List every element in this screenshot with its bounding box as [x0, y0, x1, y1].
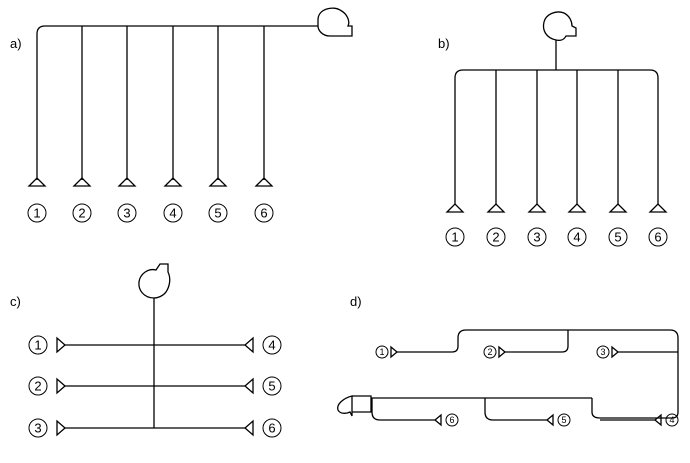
panel-d-outlet-numbers: 1 2 3 6 5 4 — [375, 345, 679, 427]
panel-a-outlet-numbers: 1 2 3 4 5 6 — [27, 203, 274, 223]
panel-b-fan-icon — [542, 11, 577, 42]
panel-c-outlet-3: 3 — [34, 421, 41, 436]
panel-b-outlet-6: 6 — [654, 230, 661, 245]
panel-c-fan-icon — [138, 263, 171, 299]
panel-d-outlet-1: 1 — [379, 347, 384, 357]
outlet-number-badge — [375, 345, 389, 359]
panel-a-branches — [81, 26, 265, 180]
panel-c-diffusers-right — [244, 336, 254, 437]
panel-d-upper-loop — [396, 329, 679, 419]
panel-a-main-duct — [36, 25, 318, 180]
panel-d-outlet-3: 3 — [600, 347, 605, 357]
panel-d-diffusers-top — [390, 345, 620, 359]
panel-c-label: c) — [10, 294, 21, 309]
panel-c-outlet-5: 5 — [268, 379, 275, 394]
outlet-number-badge — [28, 418, 48, 438]
outlet-number-badge — [117, 203, 137, 223]
panel-d-outlet-2: 2 — [487, 347, 492, 357]
outlet-number-badge — [483, 345, 497, 359]
panel-b-outlet-5: 5 — [614, 230, 621, 245]
panel-a-outlet-2: 2 — [78, 206, 85, 221]
panel-b-label: b) — [438, 36, 450, 51]
panel-a-outlet-1: 1 — [33, 206, 40, 221]
outlet-number-badge — [445, 227, 465, 247]
panel-b-outlet-4: 4 — [573, 230, 580, 245]
panel-a-fan-icon — [317, 7, 353, 37]
panel-c-outlet-1: 1 — [34, 338, 41, 353]
outlet-number-badge — [665, 413, 679, 427]
panel-b-outlet-3: 3 — [533, 230, 540, 245]
panel-c-branches — [64, 344, 246, 429]
panel-a-outlet-4: 4 — [169, 206, 176, 221]
outlet-number-badge — [648, 227, 668, 247]
panel-d-outlet-4: 4 — [669, 415, 674, 425]
panel-c-outlet-2: 2 — [34, 379, 41, 394]
panel-d-label: d) — [350, 294, 362, 309]
outlet-number-badge — [486, 227, 506, 247]
panel-b-outlet-2: 2 — [492, 230, 499, 245]
panel-b-main-duct — [454, 69, 659, 205]
outlet-number-badge — [596, 345, 610, 359]
panel-b-outlet-numbers: 1 2 3 4 5 6 — [445, 227, 668, 247]
outlet-number-badge — [72, 203, 92, 223]
panel-d: d) 1 — [337, 294, 679, 427]
outlet-number-badge — [28, 335, 48, 355]
panel-d-fan-icon — [337, 395, 372, 417]
panel-b-diffusers — [445, 203, 668, 213]
outlet-number-badge — [567, 227, 587, 247]
panel-a-diffusers — [27, 177, 274, 187]
panel-a-outlet-5: 5 — [214, 206, 221, 221]
outlet-number-badge — [28, 376, 48, 396]
panel-c-outlet-4: 4 — [268, 338, 275, 353]
panel-b: b) 1 2 3 4 — [438, 11, 668, 247]
panel-a: a) 1 2 3 — [10, 7, 353, 223]
panel-c-outlet-numbers: 1 2 3 4 5 6 — [28, 335, 282, 438]
panel-d-outlet-6: 6 — [449, 415, 454, 425]
panel-c: c) 1 2 3 — [10, 263, 282, 438]
outlet-number-badge — [445, 413, 459, 427]
panel-a-label: a) — [10, 36, 22, 51]
panel-d-diffusers-bottom — [433, 413, 662, 427]
outlet-number-badge — [262, 376, 282, 396]
outlet-number-badge — [262, 418, 282, 438]
panel-d-branch-2 — [504, 330, 569, 353]
outlet-number-badge — [527, 227, 547, 247]
outlet-number-badge — [254, 203, 274, 223]
outlet-number-badge — [208, 203, 228, 223]
panel-d-branch-5 — [484, 398, 548, 421]
panel-a-outlet-3: 3 — [123, 206, 130, 221]
panel-c-outlet-6: 6 — [268, 421, 275, 436]
panel-a-outlet-6: 6 — [260, 206, 267, 221]
panel-b-outlet-1: 1 — [451, 230, 458, 245]
panel-d-branch-6 — [371, 398, 436, 421]
outlet-number-badge — [262, 335, 282, 355]
outlet-number-badge — [557, 413, 571, 427]
outlet-number-badge — [27, 203, 47, 223]
panel-d-outlet-5: 5 — [561, 415, 566, 425]
outlet-number-badge — [608, 227, 628, 247]
panel-c-diffusers-left — [56, 336, 66, 437]
panel-b-branches — [495, 70, 619, 205]
outlet-number-badge — [163, 203, 183, 223]
